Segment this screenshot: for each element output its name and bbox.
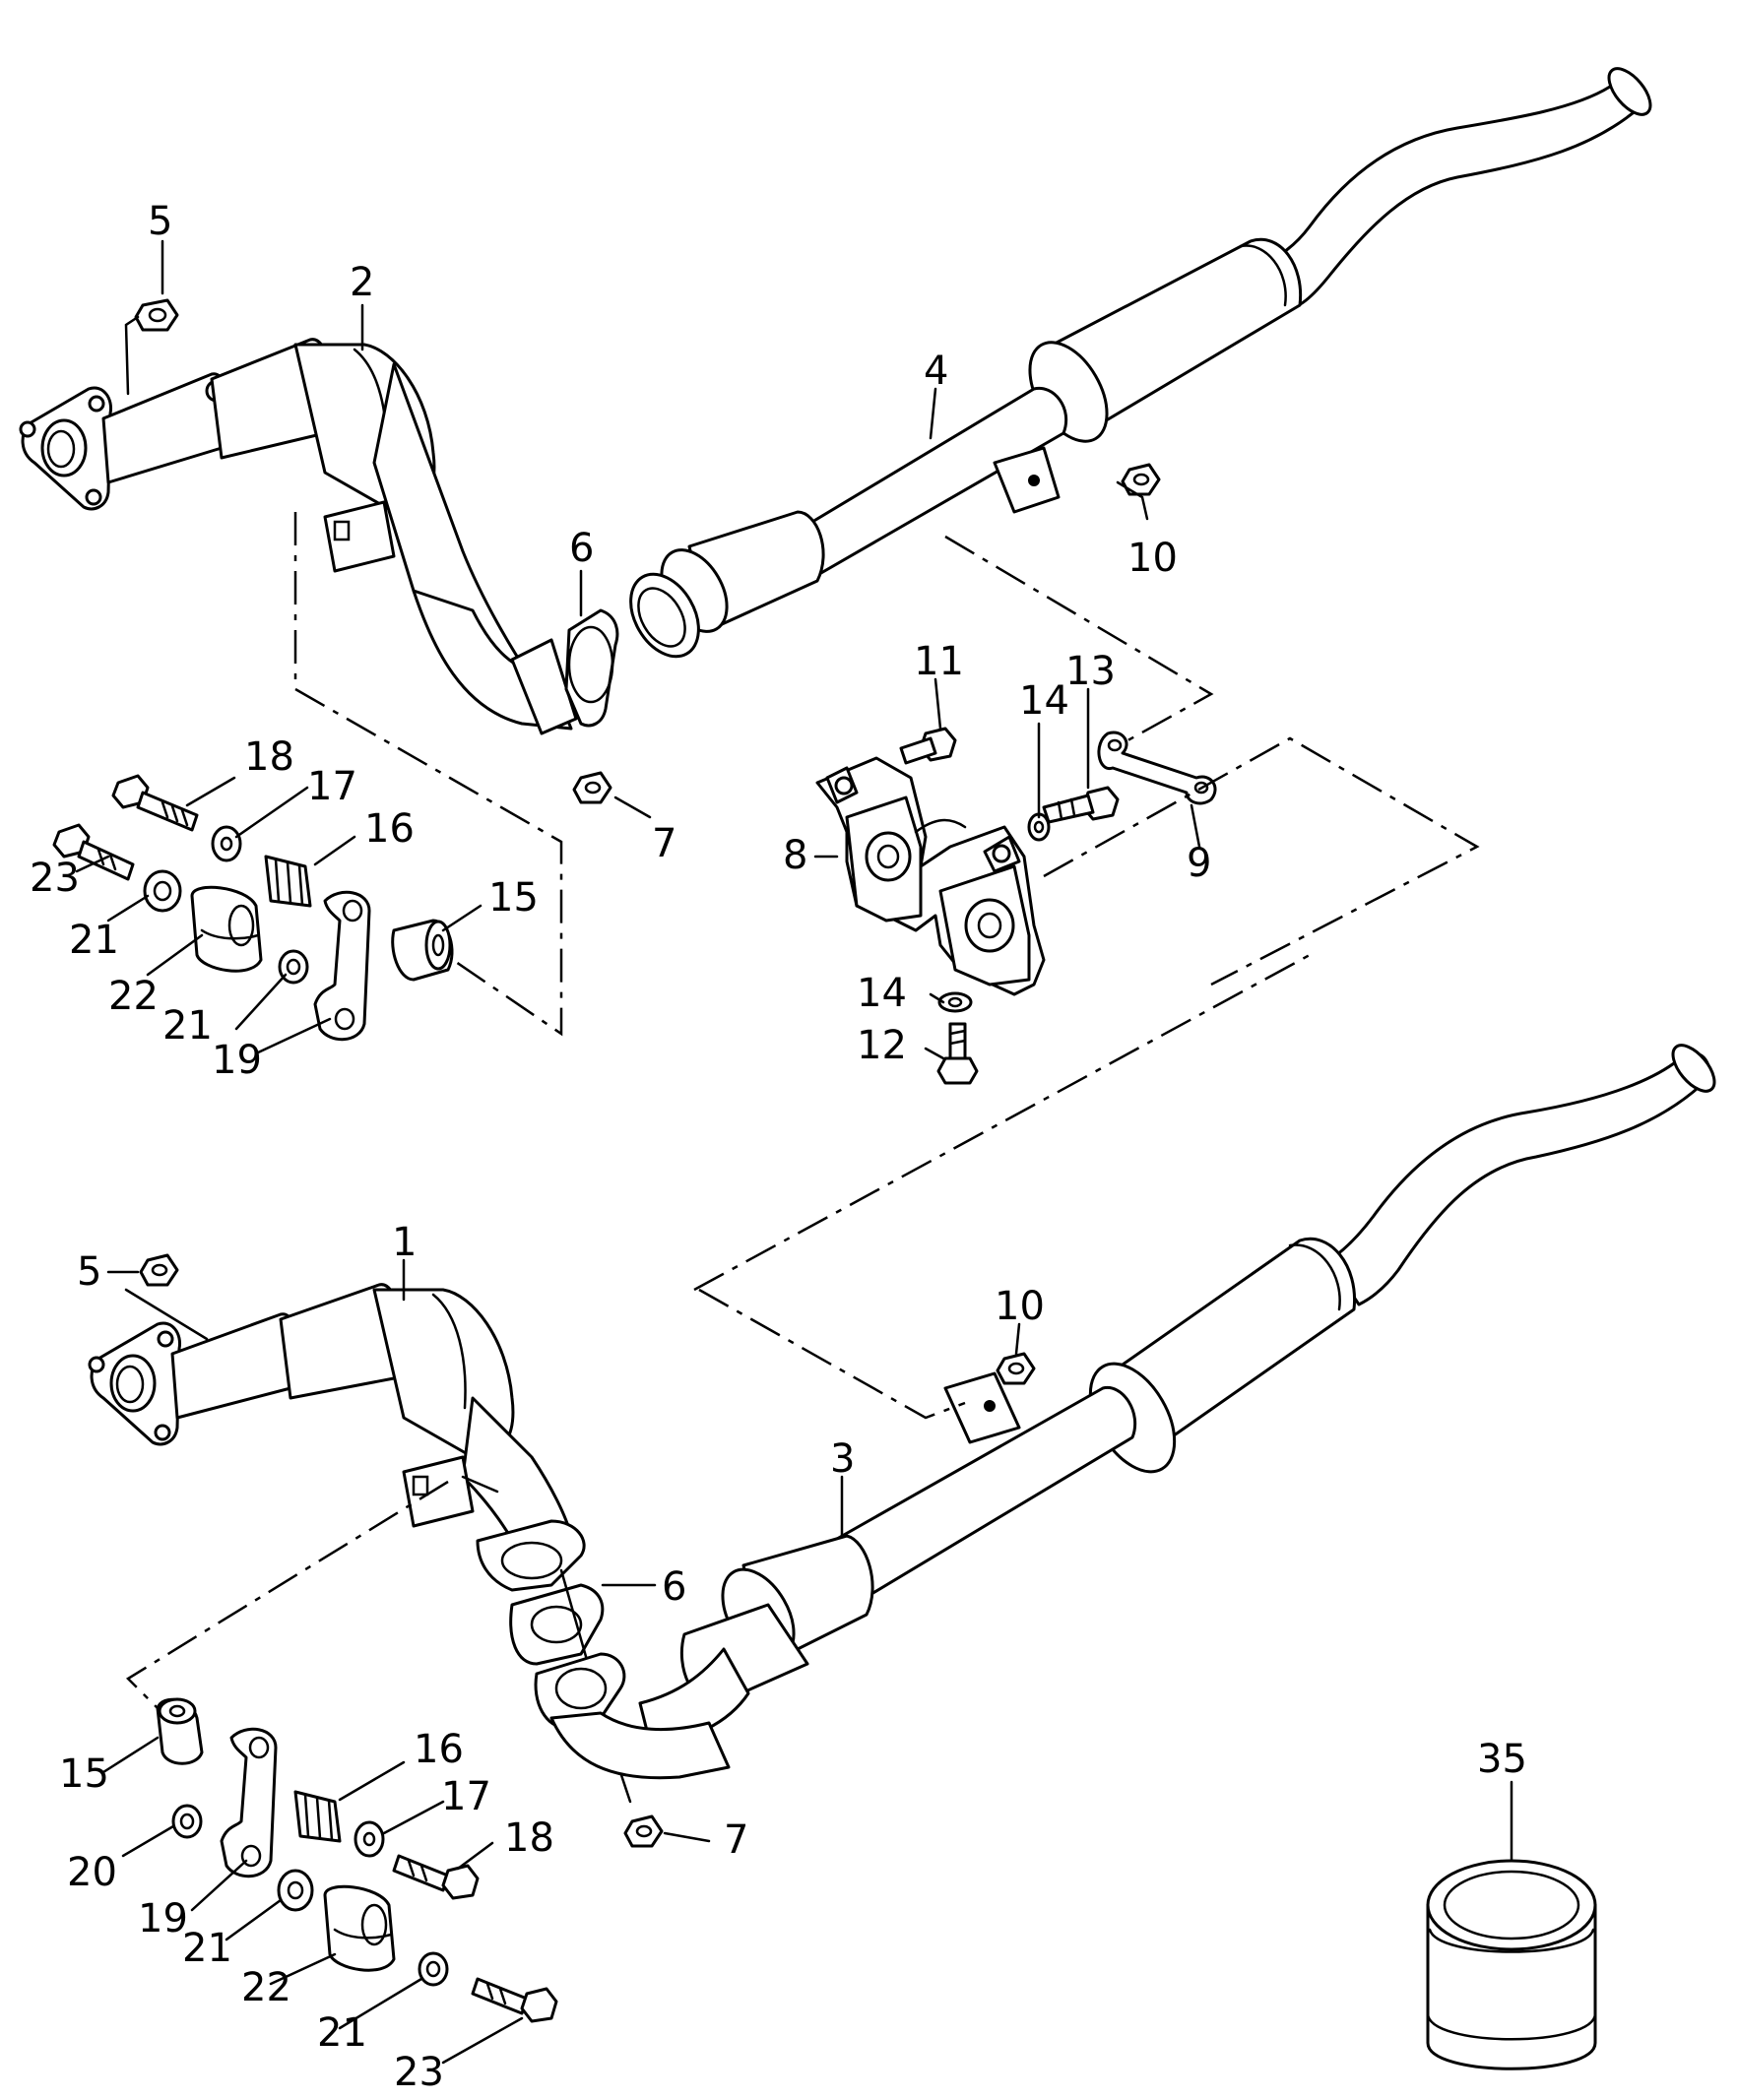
callout-19-upper: 19 xyxy=(212,1038,262,1083)
callout-9: 9 xyxy=(1187,841,1211,886)
callout-35: 35 xyxy=(1477,1737,1527,1782)
callout-6-lower: 6 xyxy=(662,1564,686,1610)
upper-exhaust-assembly xyxy=(19,67,1652,1085)
part-19-bracket-lower xyxy=(220,1727,278,1878)
callout-7-lower: 7 xyxy=(724,1817,748,1863)
callout-22-lower: 22 xyxy=(241,1965,291,2010)
part-10-nut-lower xyxy=(996,1352,1036,1385)
leader-lines xyxy=(75,239,1513,2065)
part-18-bolt-upper xyxy=(111,774,199,832)
assembly-line-bracket-right xyxy=(1043,736,1480,986)
callout-4: 4 xyxy=(924,349,948,394)
callout-14-lower: 14 xyxy=(857,971,907,1016)
part-17-washer-upper xyxy=(211,825,242,862)
callout-17-upper: 17 xyxy=(307,764,357,809)
part-4-rear-pipe-upper xyxy=(629,67,1652,659)
part-6-gasket-upper xyxy=(564,608,619,728)
part-6-gasket-lower xyxy=(509,1568,632,1804)
part-9-clamp xyxy=(1097,731,1217,805)
part-10-nut-upper xyxy=(1121,463,1161,496)
part-3-rear-pipe-lower xyxy=(638,1044,1716,1745)
callout-5-lower: 5 xyxy=(77,1249,101,1295)
callout-19-lower: 19 xyxy=(138,1896,188,1941)
callout-16-lower: 16 xyxy=(414,1727,464,1772)
callout-1: 1 xyxy=(392,1220,417,1265)
part-7-nut-lower xyxy=(623,1814,664,1848)
callout-21-lower-a: 21 xyxy=(182,1926,232,1971)
callout-2: 2 xyxy=(350,260,374,305)
callout-23-lower: 23 xyxy=(394,2050,444,2095)
callout-21-upper-a: 21 xyxy=(69,918,119,963)
part-23-bolt-lower xyxy=(471,1977,558,2023)
callout-21-lower-b: 21 xyxy=(317,2010,367,2056)
callout-15-upper: 15 xyxy=(488,875,539,921)
mount-hardware-lower xyxy=(156,1697,558,2023)
assembly-line-upper-right xyxy=(944,535,1214,745)
part-8-mount-bracket xyxy=(815,756,1046,996)
part-16-bushing-upper xyxy=(264,855,312,908)
pipe-flange-lower xyxy=(534,1652,731,1780)
callout-22-upper: 22 xyxy=(108,974,159,1019)
part-16-bushing-lower xyxy=(293,1790,342,1843)
callout-labels: 5 2 4 10 6 7 18 17 16 15 23 21 22 21 19 … xyxy=(30,199,1527,2095)
part-22-rubber-mount-upper xyxy=(190,885,263,973)
part-1-front-pipe-lower xyxy=(88,1283,586,1592)
assembly-line-upper-left xyxy=(293,512,563,1037)
mount-hardware-upper xyxy=(52,774,454,1042)
callout-8: 8 xyxy=(783,833,807,878)
part-15-sleeve-lower xyxy=(156,1697,204,1765)
callout-10-upper: 10 xyxy=(1127,536,1178,581)
assembly-line-lower-right xyxy=(698,1288,966,1420)
part-21-spacer-lower-b xyxy=(418,1951,449,1987)
part-11-bolt xyxy=(899,727,957,765)
part-22-rubber-mount-lower xyxy=(323,1884,396,1972)
part-35-pipe-sleeve xyxy=(1426,1859,1597,2070)
part-7-nut-upper xyxy=(572,771,612,804)
part-21-spacer-upper-a xyxy=(143,869,182,913)
callout-20: 20 xyxy=(67,1850,117,1895)
callout-7-upper: 7 xyxy=(652,821,676,866)
part-15-sleeve-upper xyxy=(391,919,454,982)
callout-18-upper: 18 xyxy=(244,734,294,780)
lower-exhaust-assembly xyxy=(88,953,1716,2070)
part-21-spacer-lower-a xyxy=(277,1869,314,1912)
callout-6-upper: 6 xyxy=(569,526,594,571)
callout-17-lower: 17 xyxy=(441,1774,491,1819)
part-5-nut-upper xyxy=(134,298,179,332)
callout-12: 12 xyxy=(857,1023,907,1068)
part-5-nut-lower xyxy=(139,1253,179,1287)
assembly-line-lower-left xyxy=(125,1480,449,1709)
callout-11: 11 xyxy=(914,639,964,684)
callout-15-lower: 15 xyxy=(59,1751,109,1797)
callout-16-upper: 16 xyxy=(364,806,415,852)
part-20-spacer xyxy=(171,1804,203,1839)
callout-23-upper: 23 xyxy=(30,856,80,901)
part-14-washer-b xyxy=(937,991,973,1013)
callout-10-lower: 10 xyxy=(995,1284,1045,1329)
assembly-line-lower-cross xyxy=(693,953,1311,1292)
part-17-washer-lower xyxy=(354,1820,385,1858)
callout-13: 13 xyxy=(1065,649,1116,694)
part-23-bolt-upper xyxy=(52,823,135,881)
part-18-bolt-lower xyxy=(392,1854,480,1900)
part-2-front-pipe-upper xyxy=(19,338,578,735)
part-19-bracket-upper xyxy=(313,890,371,1042)
part-13-bolt xyxy=(1042,786,1120,824)
callout-5-upper: 5 xyxy=(148,199,172,244)
callout-3: 3 xyxy=(830,1436,855,1482)
callout-14-upper: 14 xyxy=(1019,678,1069,724)
callout-18-lower: 18 xyxy=(504,1815,554,1861)
callout-21-upper-b: 21 xyxy=(162,1003,213,1049)
part-12-bolt xyxy=(936,1022,979,1085)
